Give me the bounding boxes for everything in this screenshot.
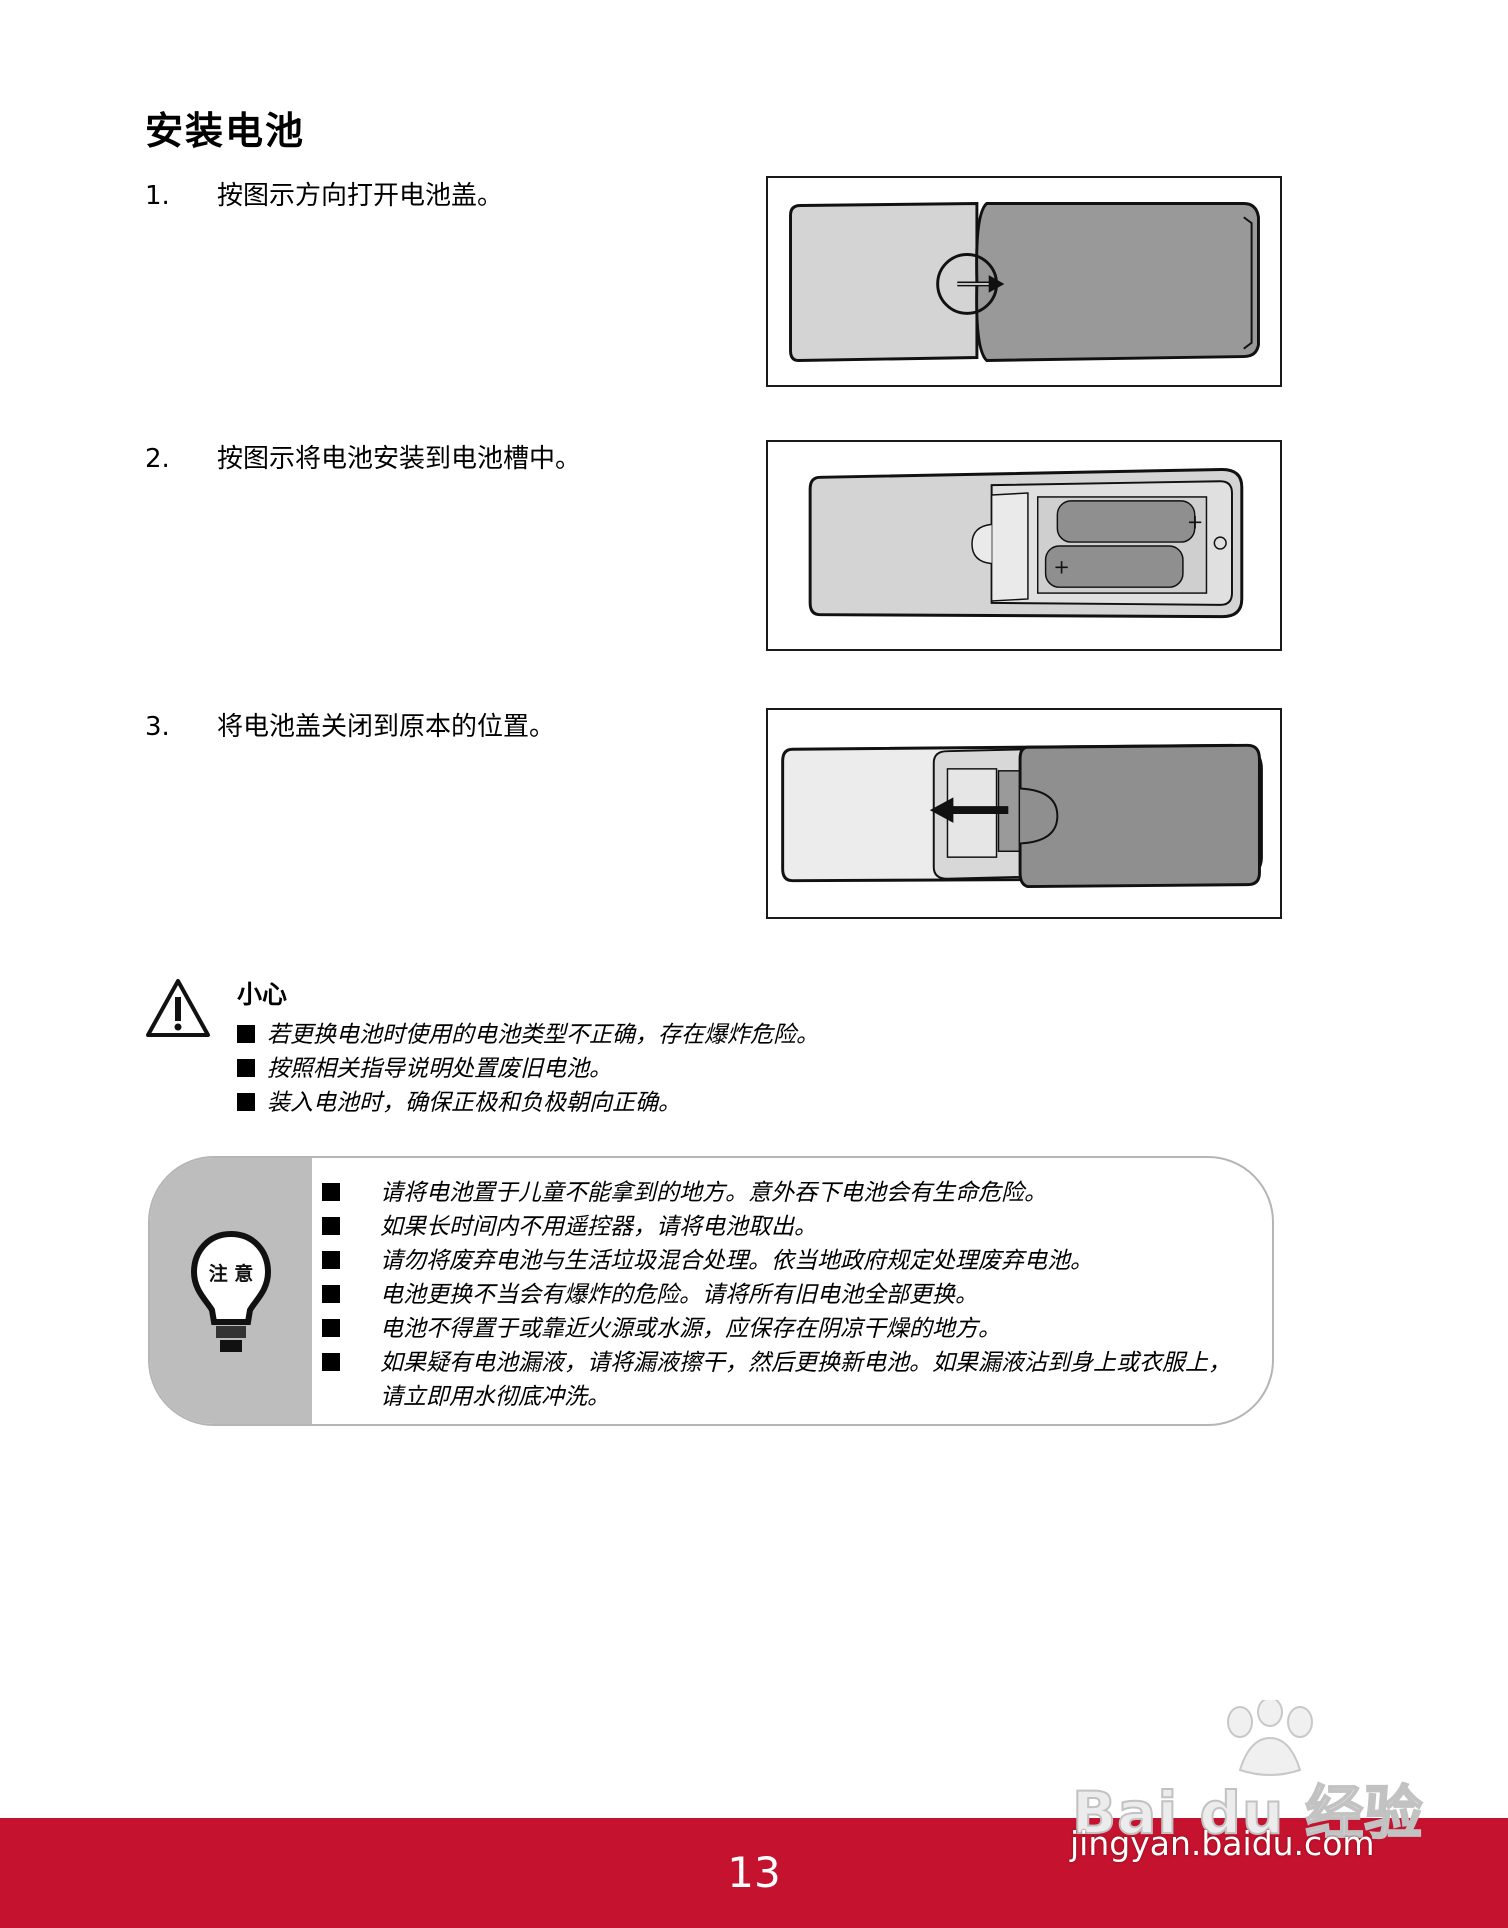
bullet-square-icon xyxy=(237,1059,255,1077)
list-item: 电池不得置于或靠近火源或水源，应保存在阴凉干燥的地方。 xyxy=(322,1312,1252,1346)
list-item: 装入电池时，确保正极和负极朝向正确。 xyxy=(237,1083,819,1117)
list-item: 如果长时间内不用遥控器，请将电池取出。 xyxy=(322,1210,1252,1244)
bullet-square-icon xyxy=(322,1353,340,1371)
lightbulb-icon: 注 意 xyxy=(190,1230,272,1352)
page-title: 安装电池 xyxy=(145,109,306,153)
bullet-square-icon xyxy=(322,1183,340,1201)
remote-open-cover-illustration xyxy=(789,202,1260,362)
step-2: 2. 按图示将电池安装到电池槽中。 xyxy=(145,438,581,475)
watermark-url: jingyan.baidu.com xyxy=(1070,1824,1375,1863)
warning-triangle-icon xyxy=(146,979,210,1037)
step-3: 3. 将电池盖关闭到原本的位置。 xyxy=(145,706,555,743)
list-item: 如果疑有电池漏液，请将漏液擦干，然后更换新电池。如果漏液沾到身上或衣服上，请立即… xyxy=(322,1346,1252,1414)
note-badge-label: 注 意 xyxy=(209,1262,254,1285)
step-number: 3. xyxy=(145,712,170,742)
bullet-square-icon xyxy=(322,1251,340,1269)
svg-text:+: + xyxy=(1187,510,1203,533)
caution-list: 若更换电池时使用的电池类型不正确，存在爆炸危险。 按照相关指导说明处置废旧电池。… xyxy=(237,1015,819,1117)
list-item: 若更换电池时使用的电池类型不正确，存在爆炸危险。 xyxy=(237,1015,819,1049)
note-box: 注 意 请将电池置于儿童不能拿到的地方。意外吞下电池会有生命危险。 如果长时间内… xyxy=(148,1156,1274,1426)
step-1: 1. 按图示方向打开电池盖。 xyxy=(145,175,503,212)
remote-battery-compartment-illustration: + + xyxy=(808,467,1244,619)
page-footer: 13 xyxy=(0,1818,1508,1928)
bullet-square-icon xyxy=(322,1285,340,1303)
figure-close-cover xyxy=(766,708,1282,919)
step-text: 按图示方向打开电池盖。 xyxy=(217,181,504,211)
list-item: 请勿将废弃电池与生活垃圾混合处理。依当地政府规定处理废弃电池。 xyxy=(322,1244,1252,1278)
baidu-watermark: Bai du 经验 jingyan.baidu.com xyxy=(1060,1700,1430,1863)
caution-heading: 小心 xyxy=(237,980,288,1009)
paw-icon xyxy=(1227,1700,1313,1776)
list-item: 按照相关指导说明处置废旧电池。 xyxy=(237,1049,819,1083)
bullet-square-icon xyxy=(322,1319,340,1337)
figure-open-cover xyxy=(766,176,1282,387)
watermark-brand: Bai du 经验 xyxy=(1071,1778,1424,1848)
bullet-square-icon xyxy=(237,1093,255,1111)
figure-insert-batteries: + + xyxy=(766,440,1282,651)
step-text: 将电池盖关闭到原本的位置。 xyxy=(217,712,556,742)
bullet-square-icon xyxy=(322,1217,340,1235)
step-number: 2. xyxy=(145,444,170,474)
list-item: 请将电池置于儿童不能拿到的地方。意外吞下电池会有生命危险。 xyxy=(322,1176,1252,1210)
remote-close-cover-illustration xyxy=(781,743,1263,889)
page-number: 13 xyxy=(727,1848,781,1897)
svg-text:+: + xyxy=(1053,555,1069,578)
bullet-square-icon xyxy=(237,1025,255,1043)
note-list: 请将电池置于儿童不能拿到的地方。意外吞下电池会有生命危险。 如果长时间内不用遥控… xyxy=(322,1176,1252,1414)
step-number: 1. xyxy=(145,181,170,211)
list-item: 电池更换不当会有爆炸的危险。请将所有旧电池全部更换。 xyxy=(322,1278,1252,1312)
step-text: 按图示将电池安装到电池槽中。 xyxy=(217,444,582,474)
